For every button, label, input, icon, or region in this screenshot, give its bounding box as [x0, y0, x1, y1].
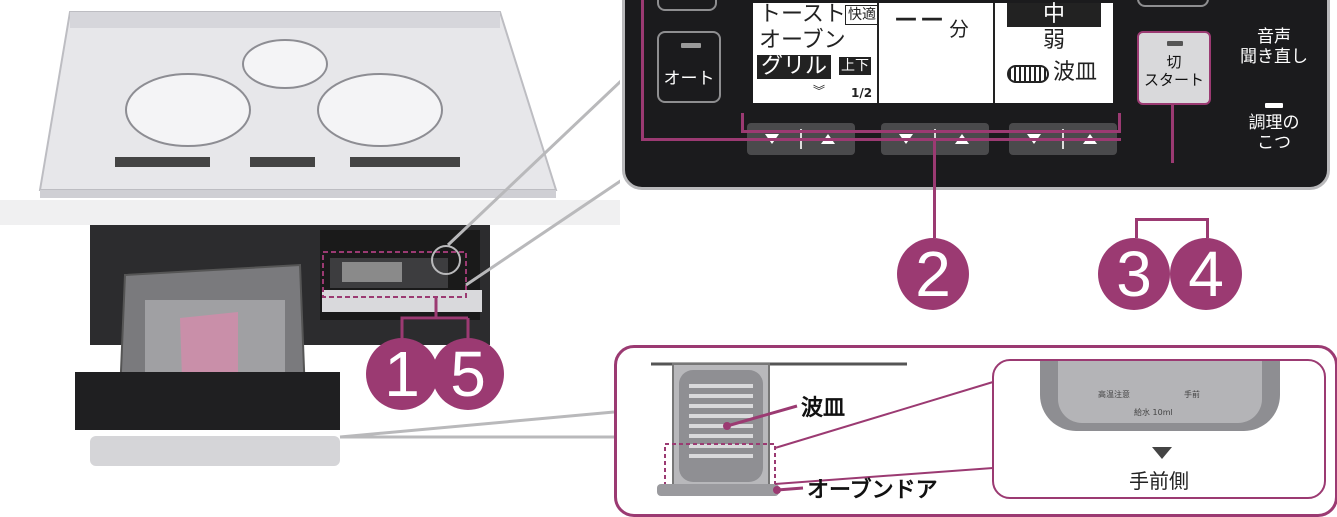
tray-icon [1007, 65, 1049, 83]
auto-label: オート [663, 69, 715, 89]
top-left-button[interactable] [657, 0, 717, 11]
lcd-divider-2 [993, 3, 995, 103]
lcd-display: トースト 快適 オーブン グリル 上下 ︾ 1/2 －－ 分 中 弱 波皿 [753, 3, 1113, 103]
step-5-badge: 5 [432, 338, 504, 410]
tray-closeup: 高温注意 手前 給水 10ml 手前側 [992, 359, 1326, 499]
auto-led [681, 43, 701, 48]
tray-water-text: 給水 10ml [1134, 408, 1173, 417]
tips-led [1265, 103, 1283, 108]
menu-oven: オーブン [759, 28, 846, 53]
time-unit: 分 [949, 17, 969, 41]
step34-bracket [1135, 218, 1209, 238]
tray-closeup-inner [1058, 361, 1262, 423]
start-label-start: スタート [1143, 71, 1204, 89]
badge-joge: 上下 [839, 57, 871, 75]
step-4-badge: 4 [1170, 238, 1242, 310]
auto-button[interactable]: オート [657, 31, 721, 103]
voice-label-2: 聞き直し [1240, 47, 1308, 67]
down-triangle-icon [1152, 447, 1172, 459]
panel-bracket-bottom [641, 138, 1121, 141]
time-dashes: －－ [893, 6, 946, 36]
menu-toast: トースト [759, 2, 846, 27]
oven-door-label: オーブンドア [807, 478, 938, 503]
tips-label-2: こつ [1257, 133, 1291, 153]
front-side-label: 手前側 [1129, 469, 1189, 493]
tray-label: 波皿 [1053, 60, 1098, 85]
panel-bracket [641, 0, 644, 141]
tray-front-text: 手前 [1184, 390, 1200, 399]
control-panel: オート トースト 快適 オーブン グリル 上下 ︾ 1/2 －－ 分 中 弱 波… [622, 0, 1330, 190]
wave-tray-label: 波皿 [801, 396, 846, 421]
start-button[interactable]: 切 スタート [1137, 31, 1211, 105]
badge-kaiteki: 快適 [845, 5, 879, 25]
arrows-bracket [741, 113, 1121, 133]
tips-label-1: 調理の [1248, 113, 1300, 133]
tray-top-view [651, 362, 994, 496]
step-1-badge: 1 [366, 338, 438, 410]
tray-warning-text: 高温注意 [1098, 390, 1130, 399]
heat-medium-selected: 中 [1007, 3, 1101, 27]
top-right-button[interactable] [1137, 0, 1209, 7]
scroll-down-icon: ︾ [813, 84, 826, 98]
step2-line [933, 138, 936, 238]
start-callout-line [1171, 103, 1174, 163]
start-led [1167, 41, 1183, 46]
stove-illustration [0, 11, 620, 466]
start-label-off: 切 [1166, 53, 1182, 71]
step-3-badge: 3 [1098, 238, 1170, 310]
lcd-divider-1 [877, 3, 879, 103]
menu-grill-selected: グリル [757, 55, 832, 79]
heat-low: 弱 [1042, 28, 1065, 53]
page-indicator: 1/2 [851, 86, 873, 100]
voice-label-1: 音声 [1257, 27, 1291, 47]
step-2-badge: 2 [897, 238, 969, 310]
